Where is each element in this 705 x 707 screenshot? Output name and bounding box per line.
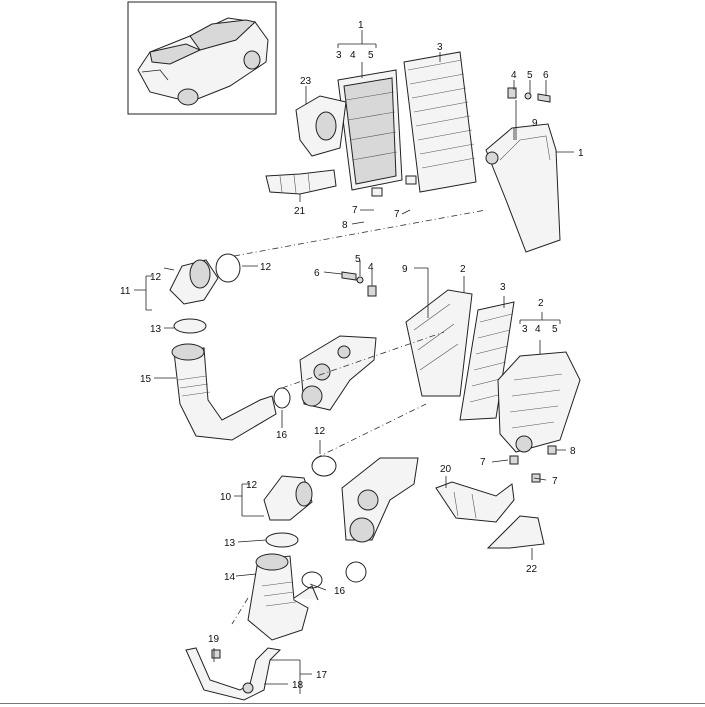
callout-6-mid: 6 (314, 268, 320, 279)
callout-8-b: 8 (570, 446, 576, 457)
callout-4-hw: 4 (511, 70, 517, 81)
callout-6-hw: 6 (543, 70, 549, 81)
callout-labels: 1 3 4 5 23 3 4 5 6 9 1 21 7 8 7 11 12 12… (120, 20, 584, 691)
bracket-22 (486, 515, 545, 549)
callout-16-a: 16 (276, 430, 288, 441)
air-filter-housing-upper (337, 69, 417, 197)
callout-5-group: 5 (552, 324, 558, 335)
callout-5-hw: 5 (527, 70, 533, 81)
callout-4-top: 4 (350, 50, 356, 61)
callout-12-a: 12 (150, 272, 162, 283)
clamp-13 (173, 318, 207, 334)
filter-housing-2 (497, 351, 581, 453)
intake-duct-23 (295, 95, 347, 157)
leader-lines (134, 30, 574, 694)
intake-hose-20 (435, 481, 515, 523)
filter-cover-2 (405, 268, 473, 397)
callout-14: 14 (224, 572, 236, 583)
turbo-manifold-lower (341, 457, 419, 583)
callout-21: 21 (294, 206, 306, 217)
callout-1-right: 1 (578, 148, 584, 159)
intake-pipe-14 (247, 553, 323, 641)
callout-12-c: 12 (314, 426, 326, 437)
callout-3-group: 3 (522, 324, 528, 335)
coolant-hose-17 (185, 647, 282, 701)
callout-3-top: 3 (336, 50, 342, 61)
callout-17: 17 (316, 670, 328, 681)
callout-7-d: 7 (552, 476, 558, 487)
callout-10: 10 (220, 492, 232, 503)
elbow-connector-12-lower (263, 455, 337, 521)
callout-7-a: 7 (352, 205, 358, 216)
hardware-upper-right (507, 87, 551, 103)
callout-2-box: 2 (460, 264, 466, 275)
callout-15: 15 (140, 374, 152, 385)
bottom-divider (0, 703, 705, 704)
callout-19: 19 (208, 634, 220, 645)
callout-1-top: 1 (358, 20, 364, 31)
callout-13-b: 13 (224, 538, 236, 549)
callout-2-group: 2 (538, 298, 544, 309)
callout-23: 23 (300, 76, 312, 87)
callout-5-top: 5 (368, 50, 374, 61)
connection-lines (231, 209, 487, 625)
callout-9-hw: 9 (532, 118, 538, 129)
callout-5-mid: 5 (355, 254, 361, 265)
intake-hose-21 (265, 169, 337, 195)
callout-3-mid: 3 (500, 282, 506, 293)
callout-18: 18 (292, 680, 304, 691)
callout-4-group: 4 (535, 324, 541, 335)
clamp-13-lower (265, 532, 299, 548)
callout-13-a: 13 (150, 324, 162, 335)
air-filter-element-upper (403, 51, 477, 193)
callout-8-a: 8 (342, 220, 348, 231)
intake-pipe-15 (171, 343, 291, 441)
callout-11: 11 (120, 286, 131, 297)
callout-12-d: 12 (246, 480, 258, 491)
filter-element-3 (459, 301, 515, 421)
callout-9-mid: 9 (402, 264, 408, 275)
callout-12-b: 12 (260, 262, 272, 273)
callout-16-b: 16 (334, 586, 346, 597)
callout-22: 22 (526, 564, 538, 575)
airbox-cover-right (485, 100, 561, 253)
elbow-connector-12 (169, 253, 241, 305)
callout-7-b: 7 (394, 209, 400, 220)
callout-3-filter: 3 (437, 42, 443, 53)
callout-20: 20 (440, 464, 452, 475)
turbo-manifold-upper (299, 335, 377, 411)
callout-7-c: 7 (480, 457, 486, 468)
callout-4-mid: 4 (368, 262, 374, 273)
vehicle-thumbnail (127, 1, 277, 115)
